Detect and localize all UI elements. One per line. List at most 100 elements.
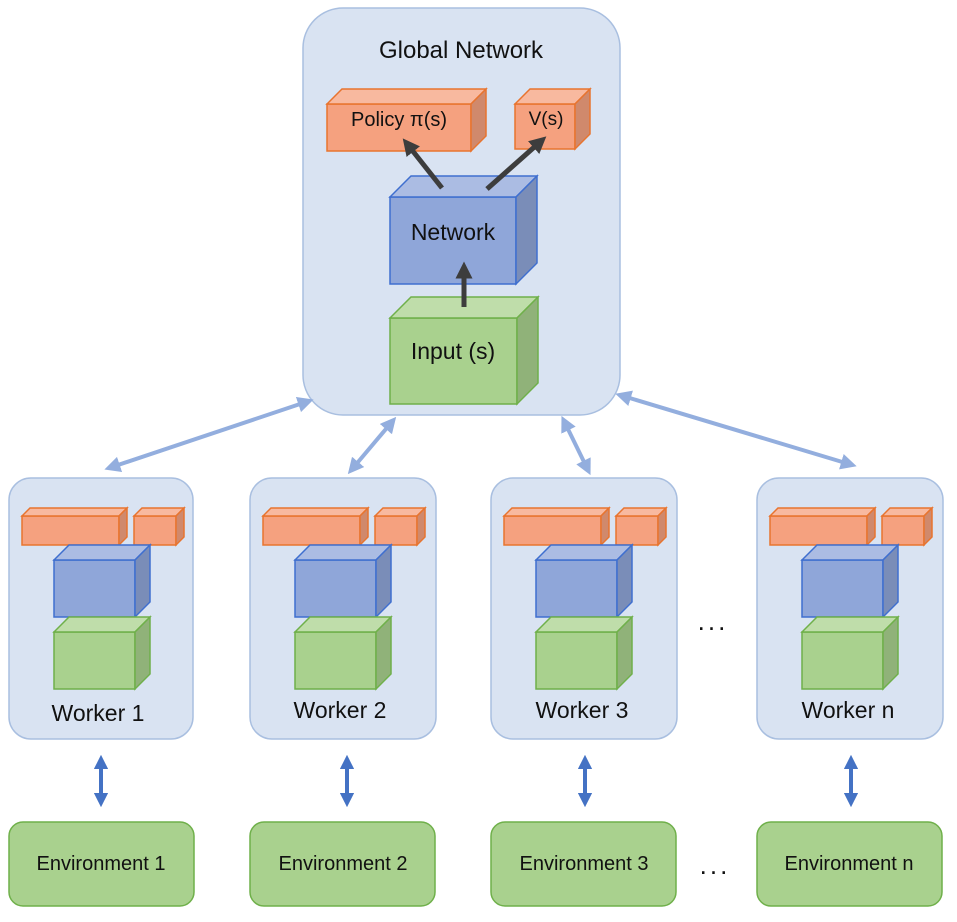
policy-block bbox=[325, 87, 488, 153]
worker-3-policy-block-front bbox=[503, 515, 602, 546]
worker-3-input-block-side bbox=[616, 615, 633, 691]
worker-3-policy-block bbox=[502, 506, 611, 547]
workers: Worker 1 Worker 2 Worker 3 Worker n bbox=[8, 477, 944, 740]
worker-2-policy-block bbox=[261, 506, 370, 547]
worker-label: Worker 3 bbox=[536, 697, 629, 723]
worker-3-value-block bbox=[614, 506, 668, 547]
worker-n-value-block-front bbox=[881, 515, 925, 546]
worker-n-policy-block-top bbox=[768, 507, 877, 517]
input-block-front bbox=[389, 317, 518, 405]
worker-n-network-block-side bbox=[882, 543, 899, 619]
network-block-side bbox=[515, 174, 538, 286]
env-arrows bbox=[93, 754, 859, 808]
value-block-side bbox=[574, 87, 591, 151]
worker-1-value-block-side bbox=[175, 506, 185, 547]
input-label: Input (s) bbox=[411, 338, 495, 364]
worker-2-network-block-side bbox=[375, 543, 392, 619]
environment-box bbox=[249, 821, 436, 907]
worker-3-input-block-top bbox=[534, 616, 634, 633]
policy-block-side bbox=[470, 87, 487, 153]
worker-1-network-block bbox=[52, 543, 152, 619]
environments: Environment 1 Environment 2 Environment … bbox=[8, 821, 943, 907]
sync-arrow-worker-n bbox=[615, 390, 857, 470]
network-block-top bbox=[388, 175, 539, 198]
worker-3-input-block-front bbox=[535, 631, 618, 690]
policy-label: Policy π(s) bbox=[351, 109, 447, 131]
worker-label: Worker 2 bbox=[294, 697, 387, 723]
worker-n-network-block-top bbox=[800, 544, 900, 561]
network-to-policy-arrow bbox=[402, 138, 444, 190]
environment-label: Environment 3 bbox=[520, 853, 649, 875]
worker-n-input-block-side bbox=[882, 615, 899, 691]
worker-1-network-block-side bbox=[134, 543, 151, 619]
environment-box bbox=[490, 821, 677, 907]
input-block bbox=[388, 295, 540, 406]
value-block bbox=[513, 87, 592, 151]
worker-n-policy-block bbox=[768, 506, 877, 547]
worker-n-value-block-side bbox=[923, 506, 933, 547]
environment-label: Environment n bbox=[785, 853, 914, 875]
environments-ellipsis: ... bbox=[700, 850, 731, 880]
worker-3-value-block-front bbox=[615, 515, 659, 546]
worker-2-input-block-front bbox=[294, 631, 377, 690]
worker-1-input-block bbox=[52, 615, 152, 691]
sync-arrow-worker-1 bbox=[104, 396, 314, 473]
worker-n-input-block-front bbox=[801, 631, 884, 690]
environment-box bbox=[8, 821, 195, 907]
environment-label: Environment 1 bbox=[37, 853, 166, 875]
worker-1-policy-block-front bbox=[21, 515, 120, 546]
sync-arrows bbox=[104, 390, 857, 476]
network-block bbox=[388, 174, 539, 286]
worker-n-policy-block-side bbox=[866, 506, 876, 547]
worker-3-network-block-top bbox=[534, 544, 634, 561]
worker-1-value-block-front bbox=[133, 515, 177, 546]
policy-block-top bbox=[325, 88, 488, 105]
worker-2-input-block-top bbox=[293, 616, 393, 633]
worker-1-input-block-top bbox=[52, 616, 152, 633]
sync-arrow-worker-3 bbox=[561, 415, 591, 476]
worker-label: Worker n bbox=[802, 697, 895, 723]
worker-2-network-block-top bbox=[293, 544, 393, 561]
input-block-side bbox=[516, 295, 539, 406]
worker-n-input-block-top bbox=[800, 616, 900, 633]
worker-n-network-block-front bbox=[801, 559, 884, 618]
worker-3-value-block-side bbox=[657, 506, 667, 547]
environment-3: Environment 3 bbox=[490, 821, 677, 907]
worker-1-policy-block-side bbox=[118, 506, 128, 547]
worker-1-network-block-front bbox=[53, 559, 136, 618]
worker-1-policy-block-top bbox=[20, 507, 129, 517]
sync-arrow-worker-2 bbox=[347, 416, 397, 475]
worker-n-value-block bbox=[880, 506, 934, 547]
environment-2: Environment 2 bbox=[249, 821, 436, 907]
worker-2-value-block-front bbox=[374, 515, 418, 546]
worker-2-value-block bbox=[373, 506, 427, 547]
worker-3-input-block bbox=[534, 615, 634, 691]
worker-3-policy-block-top bbox=[502, 507, 611, 517]
worker-n-input-block bbox=[800, 615, 900, 691]
policy-block-front bbox=[326, 103, 472, 152]
environment-n: Environment n bbox=[756, 821, 943, 907]
worker-3-policy-block-side bbox=[600, 506, 610, 547]
global-network-title: Global Network bbox=[379, 37, 544, 64]
worker-2-value-block-side bbox=[416, 506, 426, 547]
worker-1-input-block-side bbox=[134, 615, 151, 691]
network-to-value-arrow bbox=[485, 136, 547, 191]
worker-3-network-block-front bbox=[535, 559, 618, 618]
workers-ellipsis: ... bbox=[698, 606, 729, 636]
worker-1-value-block bbox=[132, 506, 186, 547]
worker-3-network-block bbox=[534, 543, 634, 619]
worker-3-network-block-side bbox=[616, 543, 633, 619]
worker-2-input-block bbox=[293, 615, 393, 691]
worker-2-input-block-side bbox=[375, 615, 392, 691]
environment-label: Environment 2 bbox=[279, 853, 408, 875]
worker-2-policy-block-front bbox=[262, 515, 361, 546]
worker-label: Worker 1 bbox=[52, 700, 145, 726]
worker-2-policy-block-side bbox=[359, 506, 369, 547]
worker-2-network-block-front bbox=[294, 559, 377, 618]
worker-1-network-block-top bbox=[52, 544, 152, 561]
worker-2-network-block bbox=[293, 543, 393, 619]
worker-1-input-block-front bbox=[53, 631, 136, 690]
worker-2-policy-block-top bbox=[261, 507, 370, 517]
environment-1: Environment 1 bbox=[8, 821, 195, 907]
